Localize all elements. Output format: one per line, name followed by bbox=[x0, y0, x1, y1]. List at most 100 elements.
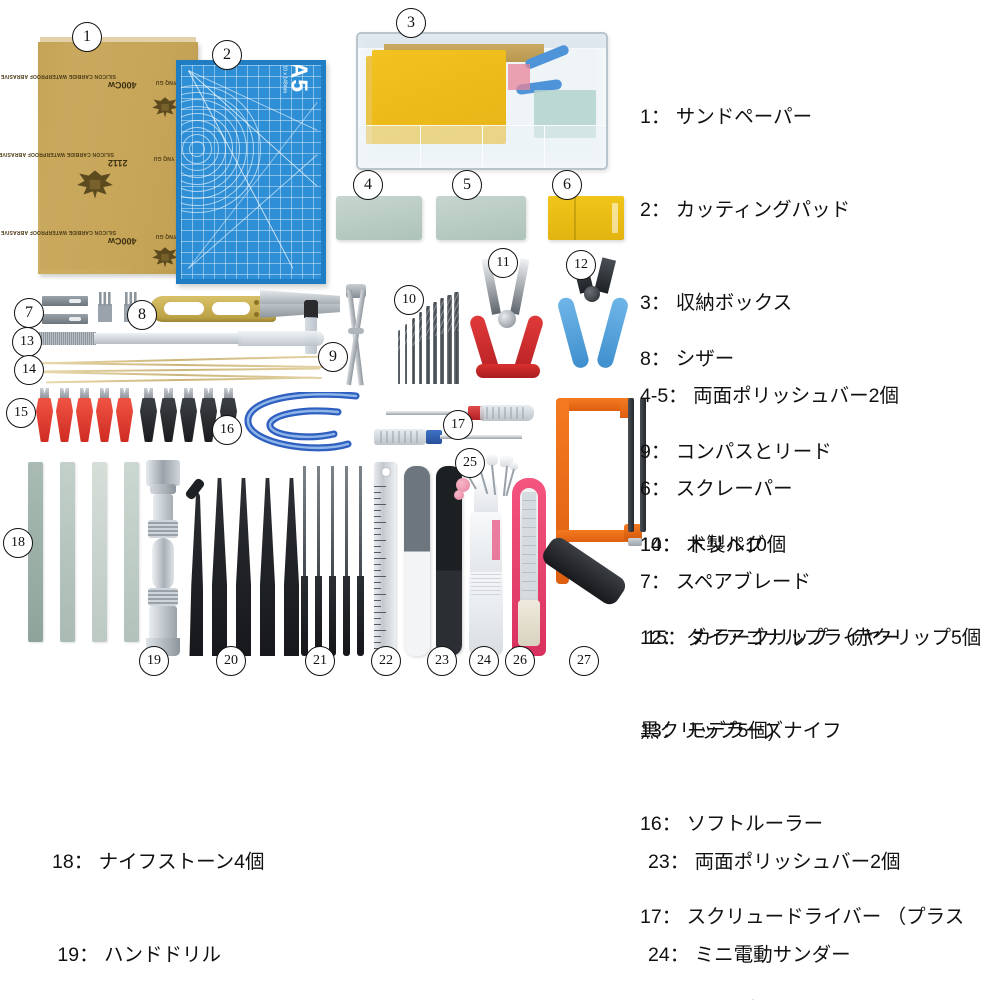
callout-8: 8 bbox=[127, 300, 157, 330]
hand-drill-knurl-lower bbox=[148, 588, 178, 606]
saw-spare-blade-1 bbox=[628, 398, 634, 532]
callout-10: 10 bbox=[394, 285, 424, 315]
legend-line-23: 23： 両面ポリッシュバー2個 bbox=[648, 851, 901, 873]
screwdriver-collar-blue bbox=[426, 430, 442, 444]
sander-grip-rings bbox=[471, 574, 501, 596]
thread-scissors bbox=[150, 288, 340, 328]
utility-knife-blade bbox=[522, 492, 536, 598]
callout-26: 26 bbox=[505, 646, 535, 676]
diagonal-pliers-handle-right bbox=[595, 295, 630, 370]
knife-stone-2 bbox=[60, 462, 75, 642]
diagonal-pliers-pivot bbox=[584, 286, 600, 302]
tweezer-curved bbox=[184, 477, 206, 656]
knife-barrel bbox=[94, 333, 242, 344]
legend-line-7: 7： スペアブレード bbox=[640, 571, 811, 593]
pliers-handle-bottom-bridge bbox=[476, 364, 540, 378]
cutting-mat-dimensions-label: 210 x 148mm bbox=[281, 62, 287, 93]
sander-label bbox=[492, 520, 500, 560]
compass bbox=[330, 284, 382, 388]
callout-23: 23 bbox=[427, 646, 457, 676]
spare-blade-2 bbox=[42, 314, 88, 324]
tweezer-flat-2 bbox=[284, 478, 299, 656]
callout-5: 5 bbox=[452, 170, 482, 200]
hand-drill-neck bbox=[153, 494, 173, 522]
scissors-blade-lower bbox=[260, 304, 340, 318]
hand-drill-base bbox=[149, 606, 177, 640]
saw-spare-blade-2 bbox=[640, 398, 646, 532]
legend-line-24: 24： ミニ電動サンダー bbox=[648, 944, 851, 966]
diamond-file-1 bbox=[300, 466, 309, 656]
screwdriver-shaft-1 bbox=[386, 411, 472, 415]
sandpaper-spec-text-3: SILICON CARBIDE WATERPROOF ABRASIVE PAPE… bbox=[0, 228, 116, 235]
knife-cap bbox=[238, 331, 324, 346]
legend-line-10: 10： ドリル10個 bbox=[640, 534, 787, 556]
callout-16: 16 bbox=[212, 415, 242, 445]
tweezer-flat-1 bbox=[260, 478, 275, 656]
sandpaper-grit-text-2: 400Cw bbox=[108, 236, 137, 246]
sandpaper-eagle-logo-2 bbox=[77, 170, 113, 199]
soft-ruler bbox=[244, 392, 360, 452]
coping-saw bbox=[539, 398, 648, 660]
legend-line-8: 8： シザー bbox=[640, 348, 735, 370]
alligator-clip-red-3 bbox=[76, 388, 93, 442]
utility-knife-slider bbox=[518, 600, 540, 646]
grinding-head-pink-disc-2 bbox=[454, 490, 464, 500]
callout-6: 6 bbox=[552, 170, 582, 200]
legend-line-9: 9： コンパスとリード bbox=[640, 441, 832, 463]
saw-frame-bottom bbox=[556, 530, 628, 542]
pliers-pivot bbox=[498, 310, 516, 328]
tweezer-set bbox=[184, 477, 299, 656]
knife-stone-4 bbox=[124, 462, 139, 642]
callout-7: 7 bbox=[14, 298, 44, 328]
diamond-file-3 bbox=[328, 466, 337, 656]
hand-drill-knurl-upper bbox=[148, 520, 178, 538]
diamond-file-5 bbox=[356, 466, 365, 656]
tweezer-pointed-2 bbox=[236, 478, 251, 656]
legend-line-2: 2： カッティングパッド bbox=[640, 199, 851, 221]
tweezer-pointed-1 bbox=[212, 478, 227, 656]
callout-11: 11 bbox=[488, 248, 518, 278]
cutting-mat-size-label: A5 bbox=[286, 61, 312, 93]
diagonal-pliers-handle-left bbox=[556, 295, 591, 370]
callout-2: 2 bbox=[212, 40, 242, 70]
knife-knurled-grip bbox=[34, 332, 96, 345]
legend-line-4-5: 4-5： 両面ポリッシュバー2個 bbox=[640, 385, 899, 407]
saw-frame-top bbox=[556, 398, 632, 411]
legend-line-13: 13： モデラーズナイフ bbox=[640, 720, 842, 742]
spare-blade-fork-1 bbox=[98, 292, 112, 322]
alligator-clip-red-5 bbox=[116, 388, 133, 442]
alligator-clip-set bbox=[36, 388, 237, 444]
legend-line-3: 3： 収納ボックス bbox=[640, 292, 793, 314]
needle-nose-pliers bbox=[462, 258, 552, 380]
alligator-clip-red-2 bbox=[56, 388, 73, 442]
sandpaper-spec-text-2: SILICON CARBIDE WATERPROOF ABRASIVE PAPE… bbox=[0, 150, 114, 157]
legend-line-15-b: 黒クリップ5個) bbox=[640, 720, 775, 742]
legend-line-18: 18： ナイフストーン4個 bbox=[52, 851, 265, 873]
callout-14: 14 bbox=[14, 355, 44, 385]
callout-1: 1 bbox=[72, 22, 102, 52]
sandpaper-spec-text: SILICON CARBIDE WATERPROOF ABRASIVE PAPE… bbox=[0, 72, 116, 79]
storage-box-compartments bbox=[358, 125, 606, 168]
polish-bar-5 bbox=[436, 196, 526, 240]
product-photo-collage: SILICON CARBIDE WATERPROOF ABRASIVE PAPE… bbox=[0, 0, 646, 690]
screwdriver-grip-2 bbox=[374, 429, 428, 445]
legend-items-23-27: 23： 両面ポリッシュバー2個 24： ミニ電動サンダー 25： 研削ヘッド 2… bbox=[648, 785, 988, 1000]
callout-17: 17 bbox=[443, 410, 473, 440]
saw-handle-grip bbox=[539, 534, 629, 609]
steel-ruler bbox=[374, 462, 396, 656]
diagonal-pliers bbox=[550, 257, 636, 380]
legend-line-12: 12： ダイアゴナルプライヤー bbox=[640, 627, 901, 649]
callout-24: 24 bbox=[469, 646, 499, 676]
callout-20: 20 bbox=[216, 646, 246, 676]
callout-4: 4 bbox=[353, 170, 383, 200]
callout-22: 22 bbox=[371, 646, 401, 676]
knife-stone-3 bbox=[92, 462, 107, 642]
callout-25: 25 bbox=[455, 448, 485, 478]
screwdriver-flathead bbox=[386, 404, 534, 422]
legend-items-14-17: 14： 木製ペグ 15： カラークリップ （赤クリップ5個 黒クリップ5個) 1… bbox=[640, 468, 996, 1000]
grinding-head-pink-disc-1 bbox=[456, 478, 470, 492]
saw-tension-knob bbox=[628, 538, 642, 546]
diamond-file-2 bbox=[314, 466, 323, 656]
callout-3: 3 bbox=[396, 8, 426, 38]
screwdriver-shaft-2 bbox=[440, 435, 522, 439]
